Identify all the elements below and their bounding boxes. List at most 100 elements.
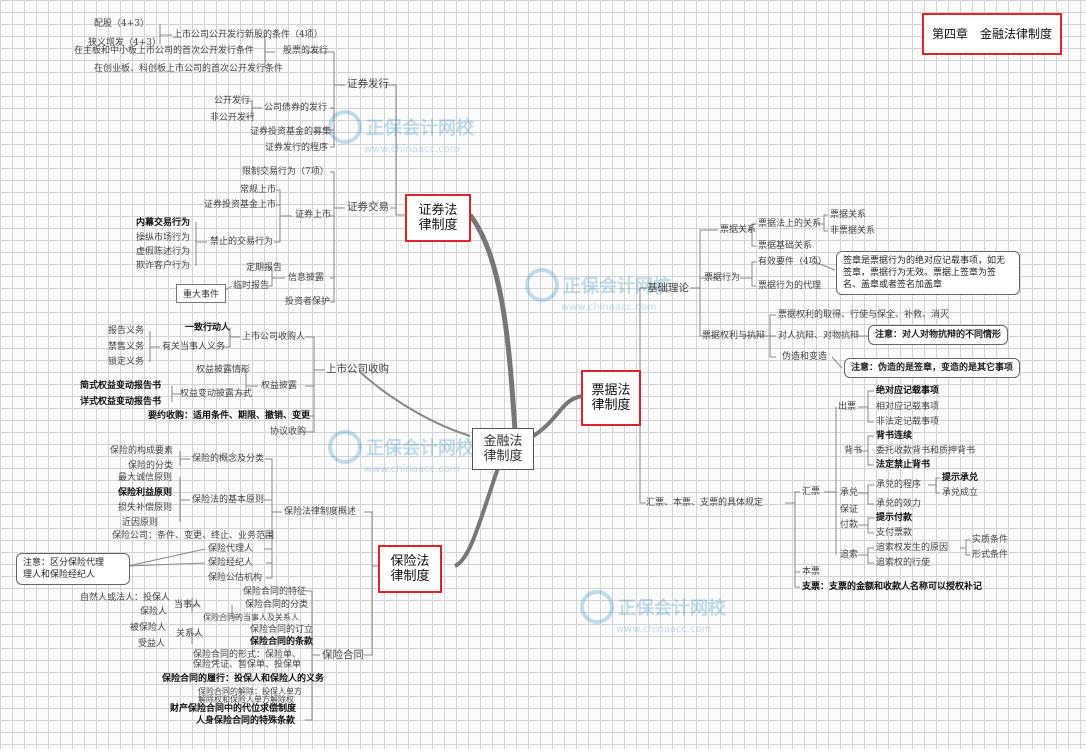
ins-beneficiary: 受益人 (138, 639, 166, 649)
sec-investor-protection: 投资者保护 (285, 297, 331, 307)
sec-fund-listing: 证券投资基金上市 (204, 200, 277, 210)
sec-equity-disclosure: 权益披露 (261, 381, 298, 391)
chapter-title: 第四章 金融法律制度 (922, 13, 1062, 55)
bill-accept: 承兑 (840, 488, 859, 498)
sec-listed-new-shares: 上市公司公开发行新股的条件（4项） (173, 30, 323, 40)
ins-life-clauses: 人身保险合同的特殊条款 (196, 716, 296, 726)
ins-insurer-holder: 自然人或法人：投保人 (80, 593, 171, 603)
branch-insurance[interactable]: 保险法 律制度 (378, 545, 442, 593)
bill-bill-relation: 票据关系 (830, 210, 867, 220)
ins-form2: 保险凭证、暂保单、投保单 (193, 660, 302, 670)
sec-acquisition: 上市公司收购 (326, 363, 389, 375)
center-node[interactable]: 金融法 律制度 (472, 428, 534, 470)
ins-overview: 保险法律制度概述 (284, 507, 357, 517)
bill-specific: 汇票、本票、支票的具体规定 (646, 498, 764, 508)
ins-elements: 保险的构成要素 (110, 446, 174, 456)
sec-issue: 证券发行 (347, 78, 389, 90)
bill-signature-note: 签章是票据行为的绝对应记载事项，如无签章，票据行为无效。票据上签章为签名、盖章或… (836, 251, 1020, 295)
sec-tender-offer: 要约收购：适用条件、期限、撤销、变更 (148, 411, 311, 421)
bill-endorse: 背书 (844, 446, 863, 456)
sec-concerted: 一致行动人 (185, 323, 231, 333)
ins-performance: 保险合同的履行：投保人和保险人的义务 (162, 674, 325, 684)
ins-subrogation: 财产保险合同中的代位求偿制度 (170, 704, 297, 714)
sec-issue-procedure: 证券发行的程序 (265, 143, 329, 153)
sec-change-disclosure: 权益变动披露方式 (180, 389, 253, 399)
ins-agent: 保险代理人 (208, 544, 254, 554)
sec-prohibited: 禁止的交易行为 (210, 237, 274, 247)
sec-public-issue: 公开发行 (214, 96, 251, 106)
watermark-logo-icon (580, 590, 614, 624)
bill-forgery: 伪造和变造 (782, 352, 828, 362)
sec-narrow-issue: 狭义增发（4+3） (88, 38, 161, 48)
sec-restricted-trading: 限制交易行为（7项） (242, 167, 329, 177)
bill-basic-theory: 基础理论 (647, 282, 689, 294)
branch-bills[interactable]: 票据法 律制度 (581, 370, 641, 426)
bill-guarantee: 保证 (840, 505, 859, 515)
sec-listing: 证券上市 (295, 210, 332, 220)
sec-disclosure: 信息披露 (288, 273, 325, 283)
ins-related: 关系人 (176, 629, 204, 639)
bill-accept-proc: 承兑的程序 (876, 480, 922, 490)
sec-false-statement: 虚假陈述行为 (136, 247, 191, 257)
ins-formation: 保险合同的订立 (250, 625, 314, 635)
sec-main-board-ipo: 在主板和中小板上市公司的首次公开发行条件 (74, 46, 255, 56)
ins-features: 保险合同的特征 (243, 587, 307, 597)
sec-agreement-acq: 协议收购 (270, 427, 307, 437)
sec-regular-listing: 常规上市 (240, 185, 277, 195)
bill-defense-note: 注意：对人对物抗辩的不同情形 (868, 325, 1009, 345)
bill-continuity: 背书连续 (876, 431, 913, 441)
sec-simple-report: 简式权益变动报告书 (80, 381, 162, 391)
bill-draft: 汇票 (802, 487, 821, 497)
ins-contract: 保险合同 (322, 649, 364, 661)
sec-insider: 内幕交易行为 (136, 218, 191, 228)
sec-fraud: 欺诈客户行为 (136, 261, 191, 271)
bill-substantive: 实质条件 (972, 535, 1009, 545)
bill-recourse-cause: 追索权发生的原因 (876, 543, 949, 553)
sec-major-event: 重大事件 (176, 284, 227, 303)
ins-assessor: 保险公估机构 (208, 573, 263, 583)
sec-private-issue: 非公开发行 (210, 113, 256, 123)
ins-concept: 保险的概念及分类 (192, 454, 265, 464)
ins-insurable-interest: 保险利益原则 (118, 488, 173, 498)
sec-acquirer: 上市公司收购人 (242, 332, 306, 342)
bill-recourse: 追索 (840, 550, 859, 560)
bill-prohibited: 法定禁止背书 (876, 460, 931, 470)
ins-classification: 保险的分类 (128, 461, 174, 471)
ins-company: 保险公司：条件、变更、终止、业务范围 (112, 531, 275, 541)
sec-bond-issue: 公司债券的发行 (264, 103, 328, 113)
bill-check: 支票：支票的金额和收款人名称可以授权补记 (802, 582, 983, 592)
bill-entrust: 委托收款背书和质押背书 (876, 446, 976, 456)
bill-acquire: 票据权利的取得、行使与保全、补救、消灭 (778, 310, 950, 320)
bill-non-legal: 非法定记载事项 (876, 417, 940, 427)
ins-parties: 保险合同的当事人及关系人 (203, 613, 299, 622)
sec-report-duty: 报告义务 (108, 326, 145, 336)
ins-principles: 保险法的基本原则 (192, 495, 265, 505)
watermark-logo-icon (328, 110, 362, 144)
bill-recourse-exercise: 追索权的行使 (876, 558, 931, 568)
ins-note: 注意：区分保险代理 理人和保险经纪人 (16, 553, 130, 585)
sec-related-duty: 有关当事人义务 (162, 342, 226, 352)
bill-rights: 票据权利与抗辩 (702, 331, 766, 341)
bill-note: 本票 (802, 567, 821, 577)
sec-fund-raise: 证券投资基金的募集 (250, 127, 332, 137)
bill-basic-relation: 票据基础关系 (758, 241, 813, 251)
branch-securities[interactable]: 证券法 律制度 (405, 194, 471, 242)
bill-act: 票据行为 (704, 273, 741, 283)
sec-ban-duty: 禁售义务 (108, 342, 145, 352)
sec-chinext-ipo: 在创业板、科创板上市公司的首次公开发行条件 (94, 64, 284, 74)
sec-stock-issue: 股票的发行 (283, 46, 329, 56)
sec-interim-report: 临时报告 (233, 281, 270, 291)
bill-payment-pay: 支付票款 (876, 528, 913, 538)
watermark-logo-icon (525, 268, 559, 302)
ins-insured: 被保险人 (130, 623, 167, 633)
ins-party: 当事人 (174, 600, 202, 610)
sec-rights-issue: 配股（4+3） (94, 19, 149, 29)
bill-payment-present: 提示付款 (876, 513, 913, 523)
bill-relation: 票据关系 (720, 225, 757, 235)
ins-contract-class: 保险合同的分类 (245, 600, 309, 610)
bill-formal: 形式条件 (972, 550, 1009, 560)
